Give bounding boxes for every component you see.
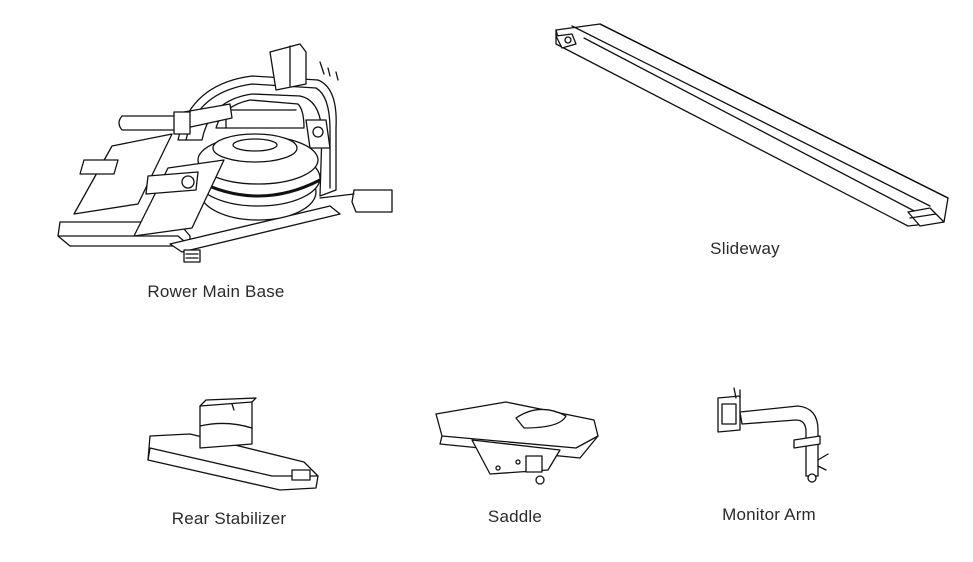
monitor-arm-label: Monitor Arm: [722, 505, 816, 524]
rower-main-base-label: Rower Main Base: [147, 282, 285, 301]
saddle-label: Saddle: [487, 507, 543, 526]
slideway-label: Slideway: [710, 239, 780, 258]
rear-stabilizer-label: Rear Stabilizer: [171, 509, 287, 528]
